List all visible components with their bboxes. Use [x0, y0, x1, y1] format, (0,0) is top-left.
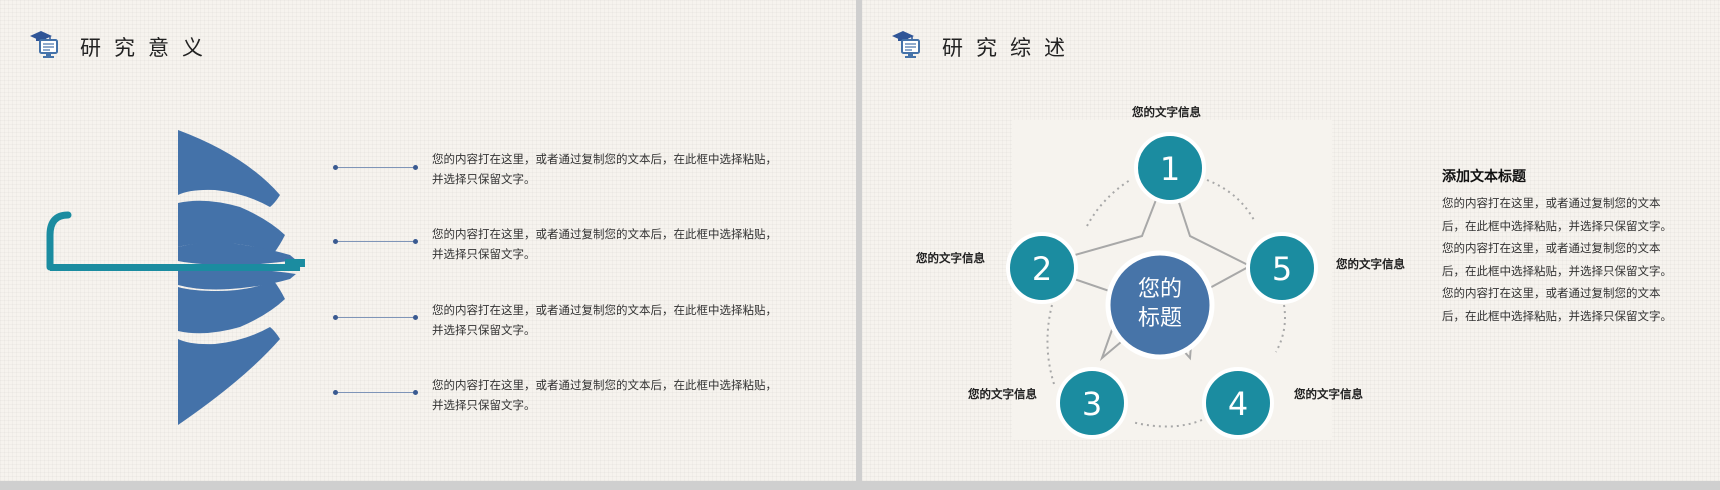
node-number: 4 — [1228, 385, 1248, 423]
center-title-line1: 您的 — [1138, 277, 1182, 302]
graduation-cap-monitor-icon — [30, 31, 58, 58]
slide-research-review: 研究综述 — [862, 0, 1720, 481]
graduation-cap-monitor-icon — [892, 31, 920, 58]
center-title-line2: 标题 — [1138, 306, 1182, 331]
side-paragraph: 您的内容打在这里，或者通过复制您的文本后，在此框中选择粘贴，并选择只保留文字。您… — [1442, 196, 1672, 323]
list-item-text: 您的内容打在这里，或者通过复制您的文本后，在此框中选择粘贴，并选择只保留文字。 — [432, 152, 777, 186]
node-label-3: 您的文字信息 — [968, 387, 1037, 401]
side-title: 添加文本标题 — [1442, 169, 1526, 185]
node-3: 3 — [1056, 367, 1128, 439]
connector-line — [333, 314, 418, 322]
list-item-text: 您的内容打在这里，或者通过复制您的文本后，在此框中选择粘贴，并选择只保留文字。 — [432, 303, 777, 337]
node-label-2: 您的文字信息 — [916, 251, 985, 265]
node-2: 2 — [1006, 232, 1078, 304]
node-1: 1 — [1134, 132, 1206, 204]
connector-line — [333, 389, 418, 397]
connector-line — [333, 164, 418, 172]
node-4: 4 — [1202, 367, 1274, 439]
list-item-text: 您的内容打在这里，或者通过复制您的文本后，在此框中选择粘贴，并选择只保留文字。 — [432, 227, 777, 261]
center-circle — [1105, 250, 1215, 360]
node-5: 5 — [1246, 232, 1318, 304]
page-title: 研究意义 — [80, 36, 216, 60]
node-number: 5 — [1272, 250, 1292, 288]
node-number: 1 — [1160, 150, 1180, 188]
node-label-1: 您的文字信息 — [1132, 105, 1201, 119]
node-label-4: 您的文字信息 — [1294, 387, 1363, 401]
node-label-5: 您的文字信息 — [1336, 257, 1405, 271]
list-item-text: 您的内容打在这里，或者通过复制您的文本后，在此框中选择粘贴，并选择只保留文字。 — [432, 378, 777, 412]
node-number: 2 — [1032, 250, 1052, 288]
slide-research-significance: 研究意义 您的内容打在这里，或者通过复制您的文本后，在此框中选择粘贴，并选择只保… — [0, 0, 856, 481]
connector-line — [333, 238, 418, 246]
umbrella-icon — [46, 130, 305, 425]
star-diagram-nodes: 您的 标题 1 2 3 4 5 — [1006, 120, 1332, 440]
page-title: 研究综述 — [942, 36, 1078, 60]
node-number: 3 — [1082, 385, 1102, 423]
cycle-arrows — [1041, 176, 1288, 433]
